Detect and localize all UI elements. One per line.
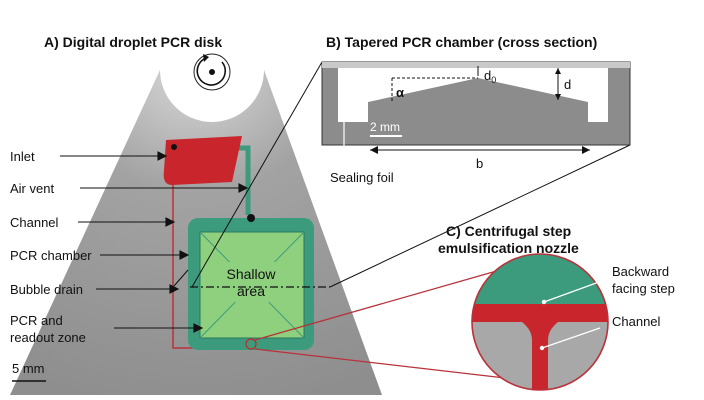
panel-c-title-2: emulsification nozzle (438, 240, 579, 256)
backward-step-label-2: facing step (612, 281, 675, 296)
d0-subscript: 0 (491, 75, 496, 85)
sealing-foil-label: Sealing foil (330, 170, 394, 185)
air-vent-channel (238, 145, 251, 215)
label-pcr-readout-2: readout zone (10, 330, 86, 345)
label-air-vent: Air vent (10, 181, 54, 196)
nozzle-marker (245, 338, 257, 350)
shallow-area-label-1: Shallow (226, 266, 276, 282)
b-label: b (476, 156, 483, 171)
shallow-area-label-2: area (237, 283, 265, 299)
d0-main: d (484, 68, 491, 83)
cross-section (321, 61, 631, 146)
label-bubble-drain: Bubble drain (10, 282, 83, 297)
panel-a-title: A) Digital droplet PCR disk (44, 34, 222, 50)
label-pcr-readout-1: PCR and (10, 313, 63, 328)
backward-step-label-1: Backward (612, 264, 669, 279)
scale-bar-label-b: 2 mm (370, 120, 400, 134)
rotation-icon (193, 53, 231, 91)
panel-b-title: B) Tapered PCR chamber (cross section) (326, 34, 597, 50)
channel-label-c: Channel (612, 314, 661, 329)
alpha-label: α (396, 85, 404, 100)
inlet-reservoir (163, 136, 242, 185)
scale-bar-label-a: 5 mm (12, 361, 45, 376)
d-label: d (564, 77, 571, 92)
label-channel: Channel (10, 215, 59, 230)
label-pcr-chamber: PCR chamber (10, 248, 92, 263)
label-inlet: Inlet (10, 149, 35, 164)
d0-label: d0 (484, 68, 496, 85)
panel-c-title-1: C) Centrifugal step (446, 223, 571, 239)
